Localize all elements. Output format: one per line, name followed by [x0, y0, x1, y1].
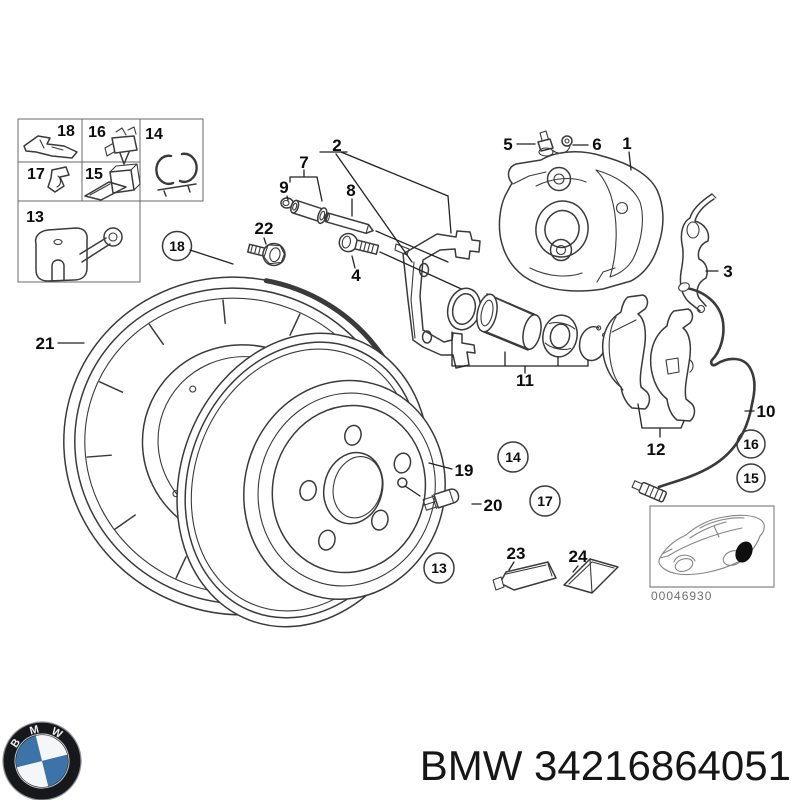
- callout-19: 19: [455, 461, 474, 480]
- sensor-plug: [631, 480, 668, 503]
- callout-leaders-pins: 2 7 9 8 4 22: [255, 136, 469, 293]
- callout-20: 20: [484, 496, 503, 515]
- clip-18-drawing: [23, 135, 78, 159]
- callout-1: 1: [622, 134, 631, 153]
- circled-callout-15: 15: [736, 463, 766, 493]
- callout-10: 10: [757, 402, 776, 421]
- car-outline: [658, 514, 765, 576]
- callout-5: 5: [503, 135, 512, 154]
- hex-bolt-22-drawing: [246, 242, 286, 267]
- circled-callout-13: 13: [423, 552, 455, 584]
- callout-22: 22: [255, 219, 274, 238]
- callout-24: 24: [569, 547, 588, 566]
- circled-callout-14: 14: [497, 441, 529, 473]
- svg-text:17: 17: [537, 493, 553, 509]
- guide-bolt-4-drawing: [338, 232, 380, 255]
- callout-9: 9: [279, 178, 288, 197]
- callout-12: 12: [647, 440, 666, 459]
- set-screw-drawing: 20: [404, 485, 503, 515]
- wear-sensor-drawing: 10: [631, 282, 776, 503]
- inset-number-13: 13: [26, 209, 44, 226]
- callout-3: 3: [723, 262, 732, 281]
- inset-number-14: 14: [145, 126, 163, 143]
- bmw-roundel-quadrants: [16, 735, 68, 787]
- circled-callout-18: 18: [161, 230, 234, 265]
- brake-caliper-drawing: 1: [498, 134, 664, 292]
- circled-callout-16: 16: [736, 429, 766, 459]
- clip-17-drawing: [47, 166, 70, 193]
- brake-pads-drawing: 12: [601, 294, 696, 459]
- bushing-13-drawing: [34, 227, 123, 282]
- guide-sleeve-7-drawing: [290, 199, 328, 225]
- dust-boot-drawing: [542, 314, 578, 358]
- thumbnail-code: 00046930: [651, 589, 712, 603]
- callout-21: 21: [36, 334, 55, 353]
- svg-text:15: 15: [743, 470, 759, 486]
- svg-text:M: M: [28, 724, 40, 738]
- callout-8: 8: [346, 181, 355, 200]
- callout-4: 4: [351, 266, 361, 285]
- piston-drawing: [476, 293, 542, 351]
- bleeder-valve-drawing: 5 6: [503, 130, 602, 157]
- svg-text:16: 16: [743, 436, 759, 452]
- highlighted-axle-location: [735, 541, 753, 563]
- callout-6: 6: [592, 135, 601, 154]
- piston-seal-kit-drawing: 11: [446, 287, 608, 390]
- bmw-logo: B M W: [2, 721, 82, 800]
- guide-pin-8-drawing: [323, 212, 374, 235]
- callout-2: 2: [332, 136, 341, 155]
- callout-7: 7: [299, 153, 308, 172]
- inset-number-16: 16: [88, 124, 106, 141]
- svg-text:14: 14: [505, 449, 521, 465]
- callout-23: 23: [507, 544, 526, 563]
- part-number-text: BMW 34216864051: [420, 742, 791, 789]
- callout-11: 11: [516, 371, 534, 390]
- parts-inset-box: 18 16 14 17 15 13: [17, 118, 204, 283]
- inset-number-15: 15: [85, 166, 103, 183]
- circled-callout-17: 17: [529, 485, 561, 517]
- set-screw-hole: [397, 477, 408, 488]
- brake-disc-drawing: 19: [176, 332, 474, 628]
- inset-number-17: 17: [27, 166, 45, 183]
- caliper-carrier-drawing: [394, 230, 481, 369]
- grease-tube-drawing: 23: [492, 544, 557, 591]
- clamp-14-drawing: [155, 152, 198, 197]
- svg-text:13: 13: [431, 560, 447, 576]
- inset-number-18: 18: [57, 123, 75, 140]
- disc-hub-face: [243, 379, 446, 601]
- svg-text:18: 18: [169, 238, 185, 254]
- clip-16-drawing: [104, 126, 138, 165]
- clip-15-drawing: [84, 163, 141, 201]
- bmw-logo-letters: B M W: [9, 724, 65, 751]
- grease-packet-drawing: 24: [563, 547, 619, 594]
- car-location-thumbnail: 00046930: [649, 505, 775, 603]
